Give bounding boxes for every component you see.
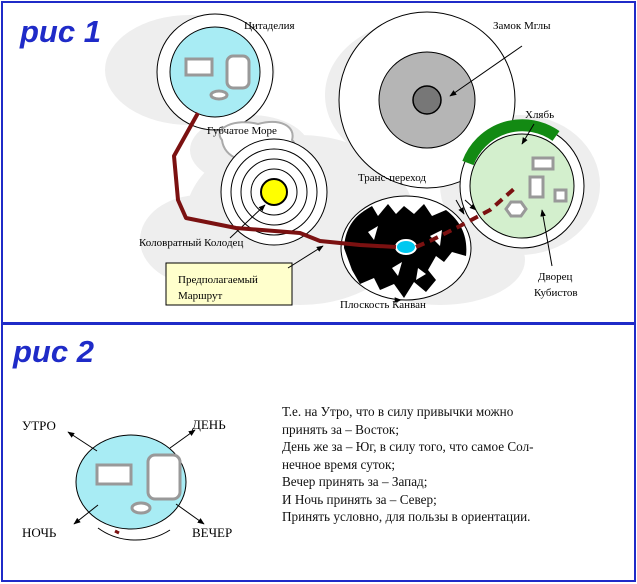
night-arrow	[73, 504, 99, 525]
orientation-description: Т.е. на Утро, что в силу привычки можно …	[282, 403, 612, 526]
figure-1-heading: рис 1	[20, 14, 101, 49]
day-label: ДЕНЬ	[192, 417, 226, 432]
orientation-disc	[75, 434, 187, 541]
sponge-sea-label: Губчатое Море	[207, 125, 277, 137]
morning-arrow	[67, 431, 98, 452]
citadel-label: Цитаделия	[244, 20, 295, 32]
castle-label: Замок Мглы	[493, 20, 551, 32]
citadel	[156, 13, 274, 131]
plane-label: Плоскость Канван	[340, 299, 426, 311]
description-line: День же за – Юг, в силу того, что самое …	[282, 439, 534, 454]
castle-arrow	[449, 45, 523, 97]
slush-arrow	[521, 123, 535, 145]
night-label: НОЧЬ	[22, 525, 57, 540]
figure-2-heading: рис 2	[13, 334, 94, 369]
route-path-dashed	[415, 186, 517, 249]
route-arrow	[287, 245, 324, 269]
day-arrow	[169, 429, 196, 449]
palace-label-line-2: Кубистов	[534, 287, 578, 299]
slush-label: Хлябь	[525, 109, 554, 121]
morning-label: УТРО	[22, 418, 56, 433]
trans-label: Транс-переход	[358, 172, 426, 184]
description-line: принять за – Восток;	[282, 421, 399, 437]
palace-label-line-1: Дворец	[538, 271, 573, 283]
route-label-line-1: Предполагаемый	[178, 274, 258, 286]
description-line: И Ночь принять за – Север;	[282, 491, 437, 507]
evening-label: ВЕЧЕР	[192, 525, 232, 540]
kanvan-plane	[340, 195, 472, 301]
route-label-line-2: Маршрут	[178, 290, 222, 302]
trans-arrow-left	[455, 199, 465, 215]
palace-arrow	[540, 209, 553, 267]
description-line: нечное время суток;	[282, 456, 396, 472]
description-line: Принять условно, для пользы в ориентации…	[282, 509, 531, 524]
well-arrow	[229, 204, 266, 239]
well-label: Коловратный Колодец	[139, 237, 243, 249]
trans-arrow-right	[464, 199, 477, 211]
description-line: Вечер принять за – Запад;	[282, 474, 428, 489]
route-path	[172, 112, 397, 249]
route-box	[165, 262, 293, 306]
castle-of-mist	[338, 11, 516, 189]
palace-of-cubists	[459, 119, 585, 249]
evening-arrow	[175, 503, 205, 525]
description-line: Т.е. на Утро, что в силу привычки можно	[282, 404, 514, 419]
whirling-well	[220, 138, 328, 246]
